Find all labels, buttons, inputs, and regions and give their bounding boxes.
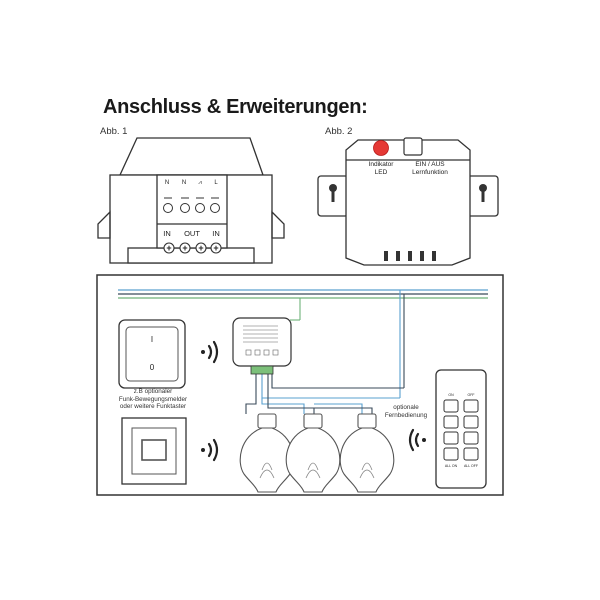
page-title: Anschluss & Erweiterungen: xyxy=(103,96,368,118)
indicator-label-line2: LED xyxy=(375,169,388,176)
on-off-learn-button[interactable] xyxy=(403,137,423,156)
figure-1-label: Abb. 1 xyxy=(100,126,128,137)
radio-sensor-inner xyxy=(131,427,177,475)
light-bulb-3 xyxy=(339,413,395,493)
plus-sign-1: + xyxy=(166,243,171,253)
actuator-plus-terminals xyxy=(163,242,222,254)
plus-sign-3: + xyxy=(198,243,203,253)
switch-off-mark: 0 xyxy=(150,363,155,372)
actuator-housing xyxy=(97,137,285,264)
remote-control xyxy=(435,369,487,489)
sensor-caption-line1: z.B optionaler xyxy=(133,388,173,395)
bracket-keyholes xyxy=(329,184,487,202)
wiring-module-terminals xyxy=(250,365,274,375)
sensor-caption-line2: Funk-Bewegungsmelder xyxy=(118,395,188,403)
terminal-l: L xyxy=(214,180,218,186)
remote-all-off-label: ALL OFF xyxy=(464,464,478,468)
terminal-in-right: IN xyxy=(212,229,220,238)
wireless-icon-remote xyxy=(408,428,426,452)
terminal-out: OUT xyxy=(184,229,200,238)
light-bulb-2 xyxy=(285,413,341,493)
terminal-out-symbol: ⩘ xyxy=(198,180,202,186)
button-label-line1: EIN / AUS xyxy=(415,161,445,168)
terminal-n-1: N xyxy=(165,180,169,186)
module-bottom-pins xyxy=(384,251,436,261)
wiring-module-details xyxy=(243,325,279,356)
wireless-icon-sensor xyxy=(201,438,219,462)
remote-all-on-label: ALL ON xyxy=(445,464,458,468)
remote-caption-line1: optionale xyxy=(393,404,419,411)
remote-on-label: ON xyxy=(448,393,454,397)
wall-switch-rocker xyxy=(125,326,179,382)
plus-sign-2: + xyxy=(182,243,187,253)
button-label-line2: Lernfunktion xyxy=(412,169,448,176)
remote-caption-line2: Fernbedienung xyxy=(384,411,428,419)
plus-sign-4: + xyxy=(213,243,218,253)
actuator-terminal-screws xyxy=(163,197,220,213)
radio-sensor-button xyxy=(141,439,167,461)
indicator-led-icon xyxy=(373,140,389,156)
remote-off-label: OFF xyxy=(468,393,475,397)
vertical-wires xyxy=(245,290,405,414)
wireless-icon-switch xyxy=(201,340,219,364)
supply-lines xyxy=(118,289,488,299)
terminal-n-2: N xyxy=(182,180,186,186)
switch-on-mark: I xyxy=(151,335,153,344)
module-housing xyxy=(317,139,499,266)
figure-2-label: Abb. 2 xyxy=(325,126,353,137)
sensor-caption-line3: oder weitere Funktaster xyxy=(119,403,187,410)
terminal-in-left: IN xyxy=(163,229,171,238)
light-bulb-1 xyxy=(239,413,295,493)
remote-buttons xyxy=(443,399,479,461)
remote-caption: optionale Fernbedienung xyxy=(376,404,436,419)
sensor-caption: z.B optionaler Funk-Bewegungsmelder oder… xyxy=(110,388,196,411)
indicator-label-line1: Indikator xyxy=(369,161,395,168)
